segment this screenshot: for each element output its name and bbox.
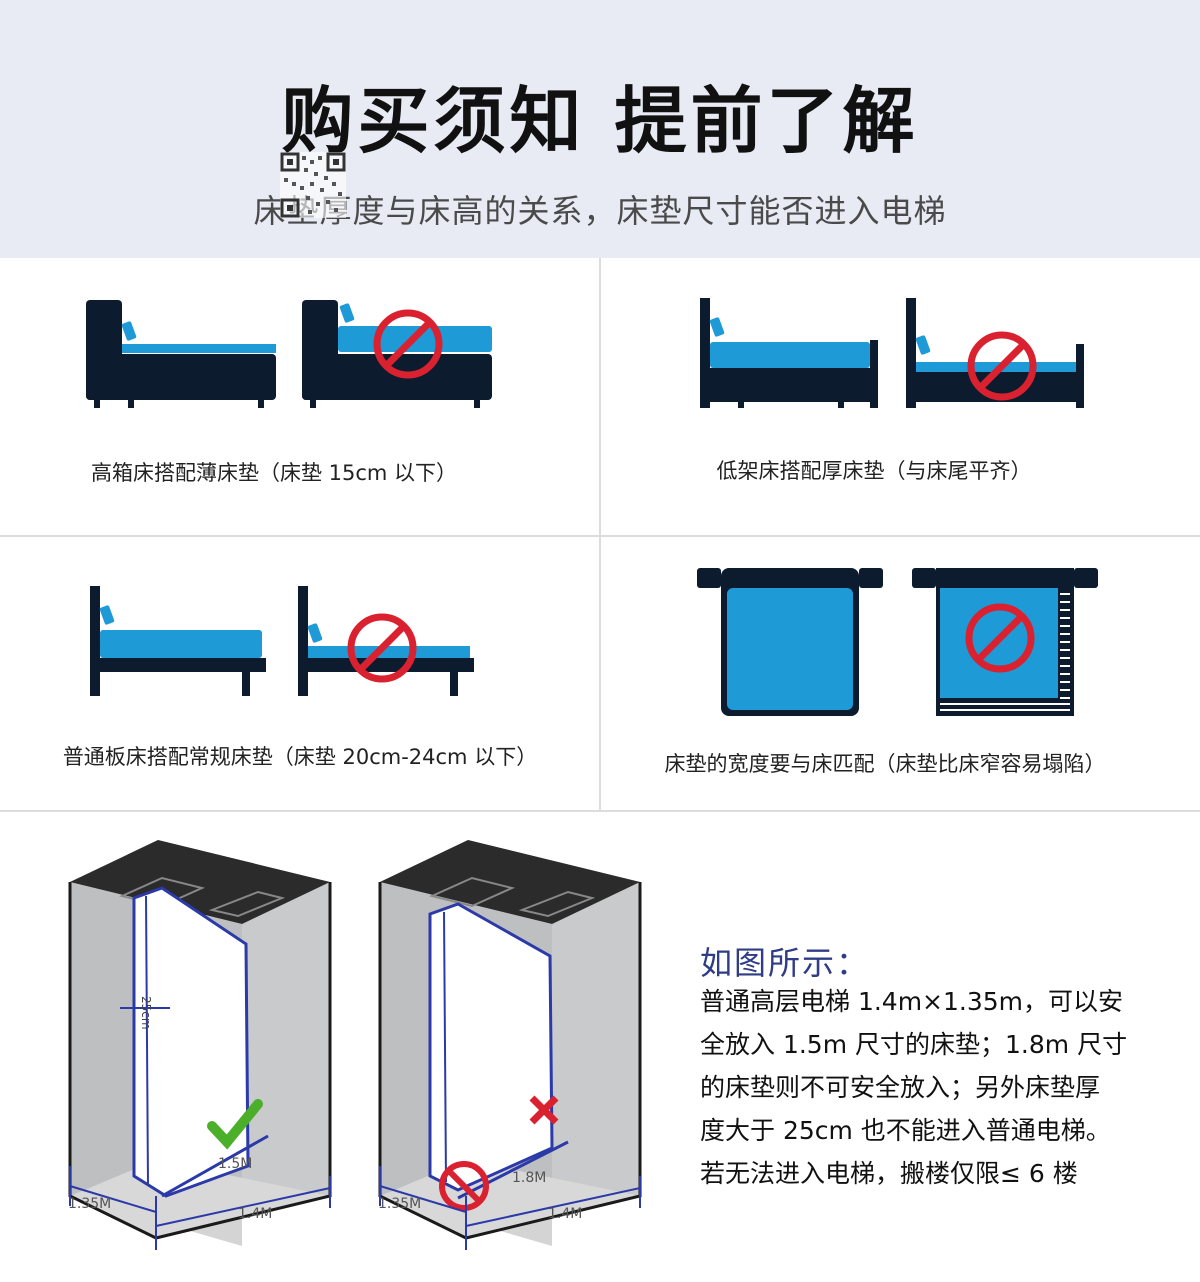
panel-caption-board-bed: 普通板床搭配常规床垫（床垫 20cm-24cm 以下） [62, 745, 538, 769]
forbidden-icon [439, 1161, 489, 1211]
cross-icon [529, 1095, 559, 1125]
width-label: 1.4M [548, 1206, 582, 1222]
check-icon [207, 1099, 263, 1150]
info-line: 普通高层电梯 1.4m×1.35m，可以安 [700, 987, 1124, 1016]
panel-caption-high-box-bed: 高箱床搭配薄床垫（床垫 15cm 以下） [90, 461, 458, 485]
divider [0, 810, 1200, 812]
mattress-size-label: 1.5M [218, 1156, 252, 1172]
depth-label: 1.35M [378, 1196, 421, 1212]
qr-code-icon [280, 152, 346, 218]
page-title: 购买须知 提前了解 [281, 79, 919, 163]
info-line: 的床垫则不可安全放入；另外床垫厚 [700, 1073, 1101, 1102]
mattress-size-label: 1.8M [512, 1170, 546, 1186]
top-view-bed-narrow-forbidden-illustration [912, 568, 1098, 716]
info-body: 普通高层电梯 1.4m×1.35m，可以安 全放入 1.5m 尺寸的床垫；1.8… [700, 980, 1170, 1195]
divider [599, 258, 601, 810]
info-line: 全放入 1.5m 尺寸的床垫；1.8m 尺寸 [700, 1030, 1128, 1059]
low-frame-bed-thin-forbidden-illustration [906, 298, 1084, 408]
info-line: 若无法进入电梯，搬楼仅限≤ 6 楼 [700, 1159, 1078, 1188]
thickness-label: 25cm [139, 996, 153, 1030]
forbidden-icon [373, 309, 443, 379]
board-bed-ok-illustration [90, 586, 266, 696]
panel-caption-low-frame-bed: 低架床搭配厚床垫（与床尾平齐） [716, 459, 1032, 483]
info-line: 度大于 25cm 也不能进入普通电梯。 [700, 1116, 1111, 1145]
divider [0, 535, 1200, 537]
width-label: 1.4M [238, 1206, 272, 1222]
depth-label: 1.35M [68, 1196, 111, 1212]
elevator-forbidden-illustration: 1.8M 1.35M 1.4M [378, 840, 642, 1250]
board-bed-thin-forbidden-illustration [298, 586, 474, 696]
elevator-ok-illustration: 25cm 1.5M 1.35M 1.4M [68, 840, 332, 1250]
header-banner [0, 0, 1200, 258]
panel-caption-width-match: 床垫的宽度要与床匹配（床垫比床窄容易塌陷） [664, 752, 1106, 776]
top-view-bed-ok-illustration [697, 568, 883, 716]
forbidden-icon [347, 613, 417, 683]
high-box-bed-thick-forbidden-illustration [302, 300, 492, 408]
forbidden-icon [965, 603, 1035, 673]
low-frame-bed-ok-illustration [700, 298, 878, 408]
high-box-bed-ok-illustration [86, 300, 276, 408]
info-title: 如图所示： [700, 944, 871, 982]
forbidden-icon [967, 331, 1037, 401]
page-subtitle: 床垫厚度与床高的关系，床垫尺寸能否进入电梯 [253, 192, 947, 230]
